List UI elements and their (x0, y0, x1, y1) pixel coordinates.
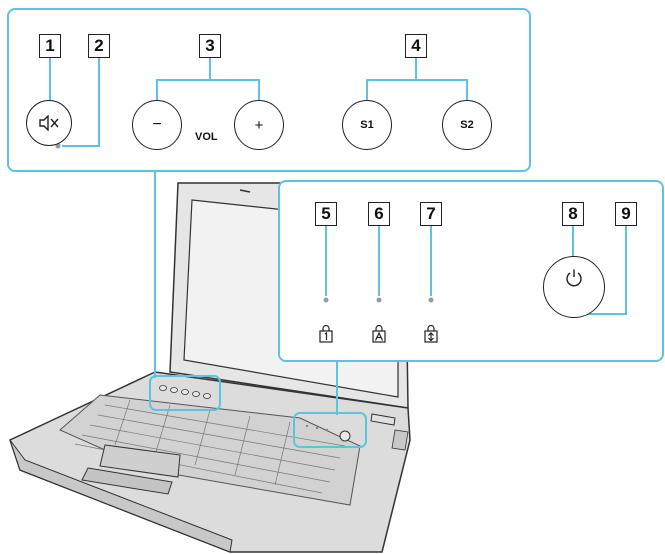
volume-up-button[interactable]: + (234, 100, 284, 150)
callout-5: 5 (315, 202, 337, 226)
s1-label: S1 (360, 119, 374, 131)
mute-button[interactable] (26, 100, 72, 146)
callout-4: 4 (405, 34, 427, 58)
callout-2: 2 (88, 34, 110, 58)
s2-button[interactable]: S2 (442, 100, 492, 150)
volume-label: VOL (195, 131, 218, 143)
callout-1: 1 (39, 34, 61, 58)
caps-lock-icon (372, 325, 386, 343)
callout-3: 3 (199, 34, 221, 58)
callout-8: 8 (562, 202, 584, 226)
volume-up-label: + (254, 116, 264, 134)
power-icon (566, 269, 582, 287)
callout-6: 6 (368, 202, 390, 226)
s2-label: S2 (460, 119, 474, 131)
s1-button[interactable]: S1 (342, 100, 392, 150)
scroll-lock-icon (424, 325, 438, 343)
power-button[interactable] (543, 256, 605, 318)
callout-7: 7 (420, 202, 442, 226)
num-lock-icon (319, 325, 333, 343)
volume-down-button[interactable]: − (132, 100, 182, 150)
volume-down-label: − (152, 116, 162, 133)
callout-9: 9 (615, 202, 637, 226)
speaker-muted-icon (39, 115, 59, 131)
